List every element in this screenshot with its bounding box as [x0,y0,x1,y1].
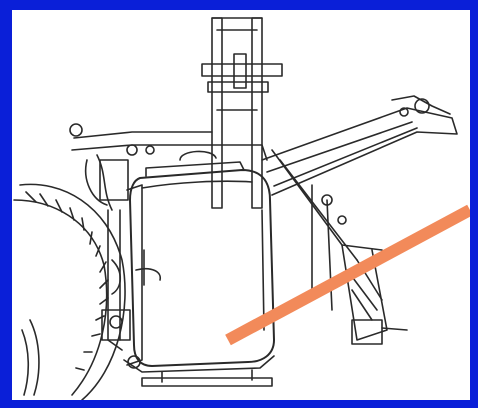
sprayer-drawing [13,17,470,400]
spray-tank [129,150,275,367]
tractor-wheel [13,183,126,400]
lift-mast [201,17,283,209]
pointer-line [225,204,470,346]
drawing-panel [12,10,470,400]
side-frame [69,123,268,366]
base-skid [123,355,275,387]
